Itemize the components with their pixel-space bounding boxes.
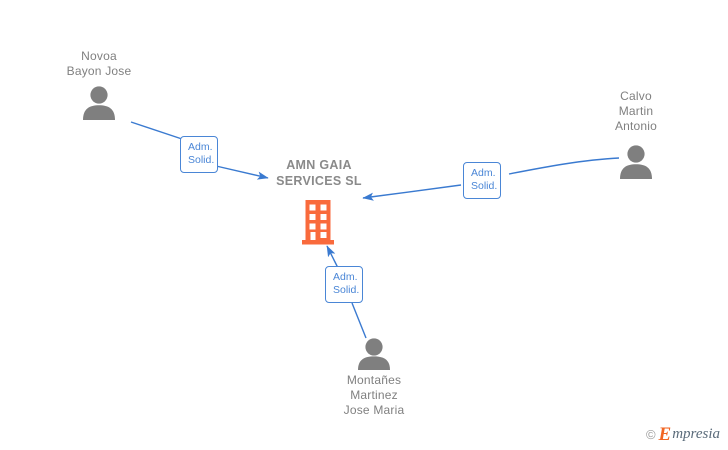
person-label-montanes: Montañes Martinez Jose Maria — [343, 373, 405, 417]
edge-novoa-line — [130, 121, 269, 180]
edge-calvo-line — [362, 157, 620, 201]
person-icon[interactable] — [620, 145, 652, 179]
company-label: AMN GAIA SERVICES SL — [276, 158, 362, 188]
building-icon[interactable] — [302, 200, 334, 245]
person-label-novoa: Novoa Bayon Jose — [66, 49, 132, 78]
brand-initial: E — [658, 424, 672, 445]
person-icon[interactable] — [358, 338, 390, 370]
edge-label-novoa[interactable]: Adm. Solid. — [180, 136, 218, 173]
brand-name: mpresia — [672, 426, 720, 442]
edge-label-calvo[interactable]: Adm. Solid. — [463, 162, 501, 199]
copyright-icon: © — [645, 427, 656, 442]
person-label-calvo: Calvo Martin Antonio — [614, 89, 658, 133]
edge-montanes-line — [326, 245, 367, 339]
edge-label-montanes[interactable]: Adm. Solid. — [325, 266, 363, 303]
watermark-empresia: © E mpresia — [646, 425, 720, 444]
person-icon[interactable] — [83, 86, 115, 120]
